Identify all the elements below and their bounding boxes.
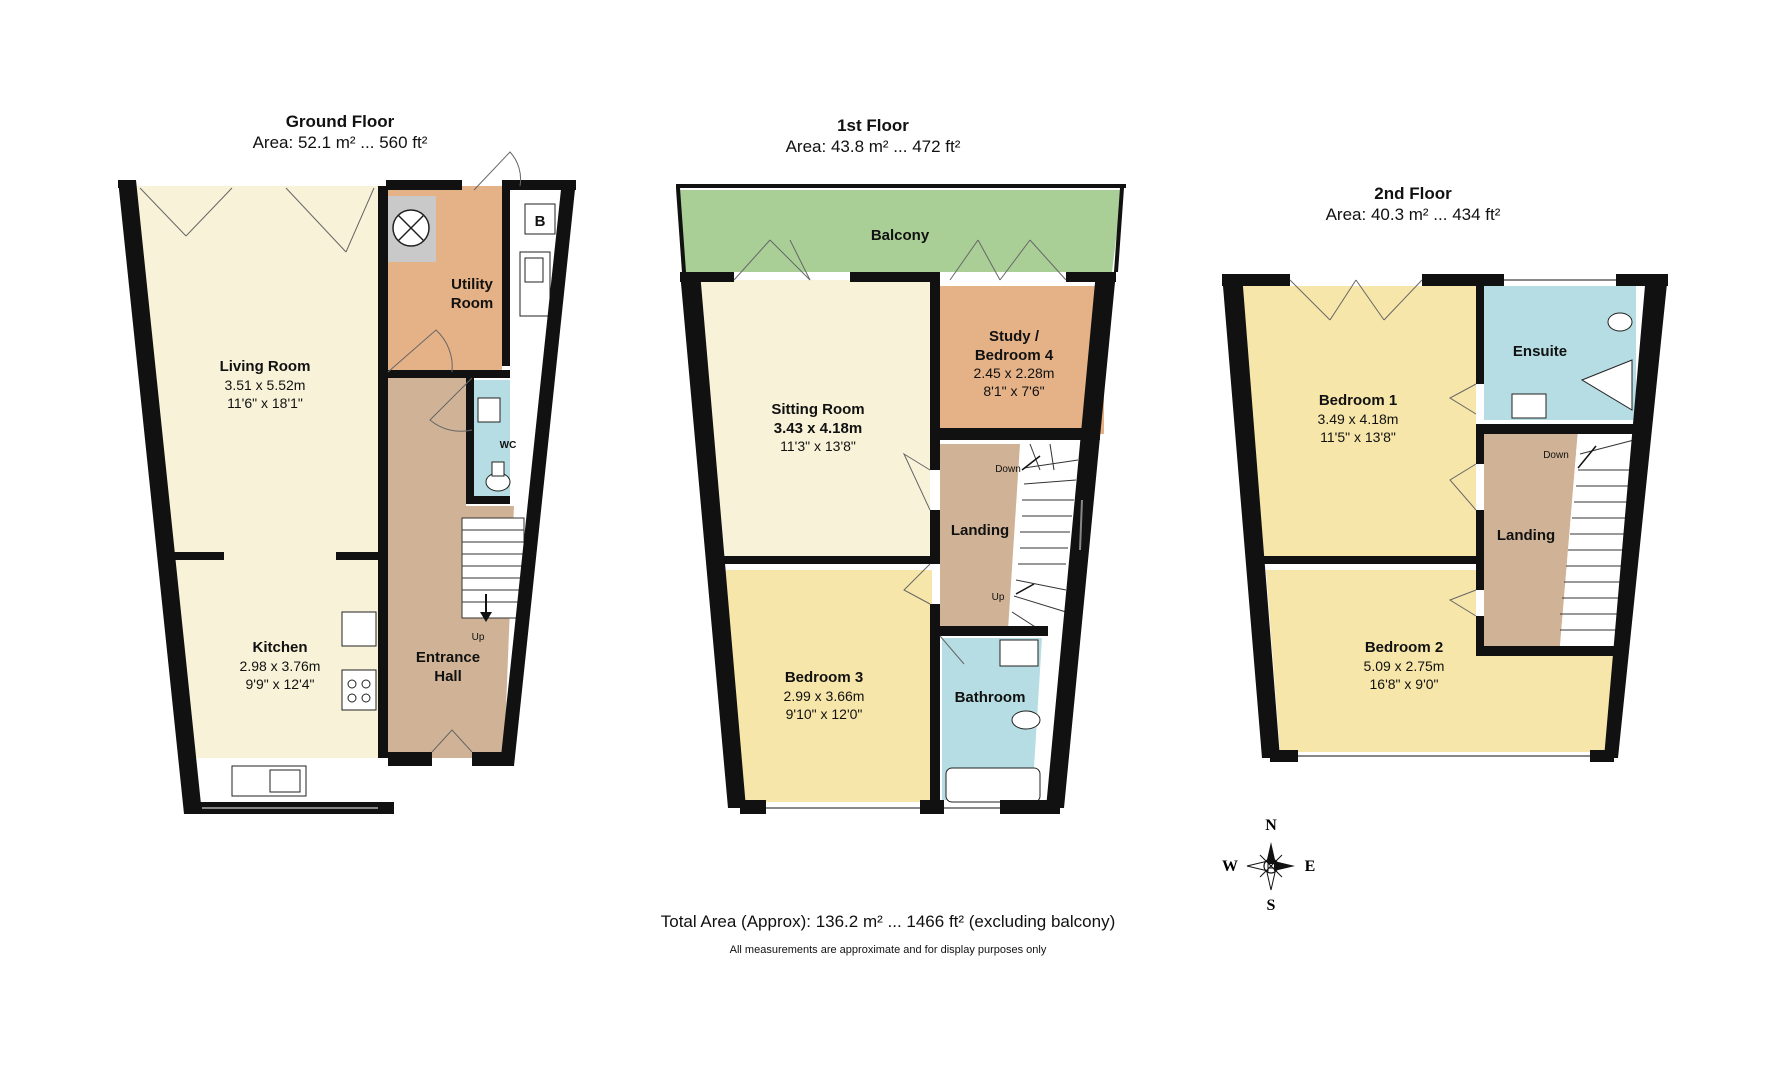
sitting-room-area — [694, 280, 930, 560]
bedroom2-metric: 5.09 x 2.75m — [1364, 658, 1445, 674]
bedroom2-imperial: 16'8" x 9'0" — [1370, 676, 1439, 692]
bedroom1-metric: 3.49 x 4.18m — [1318, 411, 1399, 427]
kitchen-imperial: 9'9" x 12'4" — [246, 676, 315, 692]
ensuite-name: Ensuite — [1513, 343, 1567, 360]
sitting-room-imperial: 11'3" x 13'8" — [780, 438, 856, 454]
living-room-metric: 3.51 x 5.52m — [225, 377, 306, 393]
stairs-arrow-head — [480, 612, 492, 622]
second-stair-treads — [1560, 439, 1635, 631]
living-kitchen-area — [131, 186, 378, 758]
first-stairs-down-arrow — [1021, 455, 1041, 471]
first-stairs — [1008, 444, 1080, 630]
first-stairs-up-arrow — [1015, 583, 1035, 595]
second-landing-name: Landing — [1497, 527, 1555, 544]
wc-name: WC — [500, 440, 517, 451]
bedroom1-imperial: 11'5" x 13'8" — [1320, 429, 1396, 445]
ground-floor-plan — [118, 151, 576, 814]
study-area — [940, 286, 1104, 434]
ground-floor-heading: Ground Floor Area: 52.1 m² ... 560 ft² — [200, 111, 480, 153]
ground-stairs-up-label: Up — [472, 632, 485, 643]
kitchen-metric: 2.98 x 3.76m — [240, 658, 321, 674]
first-floor-plan — [676, 184, 1126, 814]
first-doors — [733, 239, 1067, 665]
wc-basin-icon — [477, 397, 501, 423]
second-floor-title: 2nd Floor — [1374, 184, 1452, 203]
second-floor-plan — [1222, 274, 1668, 762]
second-floor-labels: Bedroom 1 3.49 x 4.18m 11'5" x 13'8" Ens… — [1318, 343, 1569, 692]
kitchen-name: Kitchen — [252, 639, 307, 656]
bathroom-toilet-icon — [1011, 710, 1041, 730]
balcony-label: Balcony — [871, 227, 930, 244]
bedroom1-area — [1240, 286, 1476, 560]
study-name-1: Study / — [989, 328, 1040, 345]
bedroom3-name: Bedroom 3 — [785, 669, 863, 686]
bedroom1-name: Bedroom 1 — [1319, 392, 1397, 409]
bathroom-name: Bathroom — [955, 689, 1026, 706]
ground-floor-title: Ground Floor — [285, 112, 395, 131]
first-floor-area: Area: 43.8 m² ... 472 ft² — [785, 137, 961, 156]
first-bathroom-area — [942, 638, 1042, 800]
second-walls — [1222, 274, 1668, 762]
first-stairs-up-label: Up — [992, 592, 1005, 603]
second-floor-heading: 2nd Floor Area: 40.3 m² ... 434 ft² — [1273, 183, 1553, 225]
ground-stairs — [461, 517, 525, 619]
second-floor-area: Area: 40.3 m² ... 434 ft² — [1325, 205, 1501, 224]
first-floor-heading: 1st Floor Area: 43.8 m² ... 472 ft² — [733, 115, 1013, 157]
study-name-2: Bedroom 4 — [975, 347, 1054, 364]
first-landing-area — [940, 444, 1020, 632]
ground-stair-treads — [462, 529, 524, 603]
compass-e: E — [1305, 858, 1316, 875]
hob-icon — [341, 611, 377, 647]
utility-room-name-1: Utility — [451, 276, 493, 293]
compass-s: S — [1267, 897, 1276, 914]
disclaimer: All measurements are approximate and for… — [729, 944, 1047, 956]
shower-icon — [1580, 359, 1633, 411]
bedroom3-area — [722, 570, 932, 802]
bedroom2-name: Bedroom 2 — [1365, 639, 1443, 656]
cooker-icon — [341, 669, 377, 711]
boiler-label: B — [535, 213, 546, 230]
entrance-hall-name-2: Hall — [434, 668, 462, 685]
study-imperial: 8'1" x 7'6" — [983, 383, 1044, 399]
ground-floor-labels: Living Room 3.51 x 5.52m 11'6" x 18'1" K… — [220, 213, 546, 692]
total-area: Total Area (Approx): 136.2 m² ... 1466 f… — [660, 912, 1116, 931]
bath-icon — [945, 767, 1041, 803]
sitting-room-metric: 3.43 x 4.18m — [774, 420, 862, 437]
ground-walls — [118, 180, 576, 814]
ensuite-toilet-icon — [1607, 312, 1633, 332]
living-room-name: Living Room — [220, 358, 311, 375]
study-metric: 2.45 x 2.28m — [974, 365, 1055, 381]
sitting-room-name: Sitting Room — [771, 401, 864, 418]
bedroom3-imperial: 9'10" x 12'0" — [786, 706, 863, 722]
ground-floor-area: Area: 52.1 m² ... 560 ft² — [252, 133, 428, 152]
first-floor-labels: Balcony Sitting Room 3.43 x 4.18m 11'3" … — [771, 227, 1054, 722]
second-doors — [1289, 279, 1477, 617]
first-stairs-down-label: Down — [995, 464, 1021, 475]
second-stairs-down-label: Down — [1543, 450, 1569, 461]
first-landing-name: Landing — [951, 522, 1009, 539]
ensuite-basin-icon — [1511, 393, 1547, 419]
compass-n: N — [1265, 817, 1277, 834]
second-landing-area — [1484, 430, 1578, 646]
bedroom2-area — [1266, 570, 1614, 752]
entrance-hall-area — [388, 378, 514, 758]
living-room-imperial: 11'6" x 18'1" — [227, 395, 303, 411]
balcony-area — [676, 190, 1122, 272]
compass-rose-icon: N S E W — [1222, 817, 1315, 914]
first-stair-treads — [1011, 443, 1079, 631]
bedroom3-metric: 2.99 x 3.66m — [784, 688, 865, 704]
boiler-box — [524, 203, 556, 235]
bathroom-basin-icon — [999, 639, 1039, 667]
compass-w: W — [1222, 858, 1238, 875]
ground-french-doors — [139, 151, 522, 753]
second-stairs — [1560, 430, 1636, 646]
second-stairs-down-arrow — [1577, 445, 1597, 469]
utility-room-name-2: Room — [451, 295, 494, 312]
entrance-hall-name-1: Entrance — [416, 649, 480, 666]
first-floor-title: 1st Floor — [837, 116, 909, 135]
